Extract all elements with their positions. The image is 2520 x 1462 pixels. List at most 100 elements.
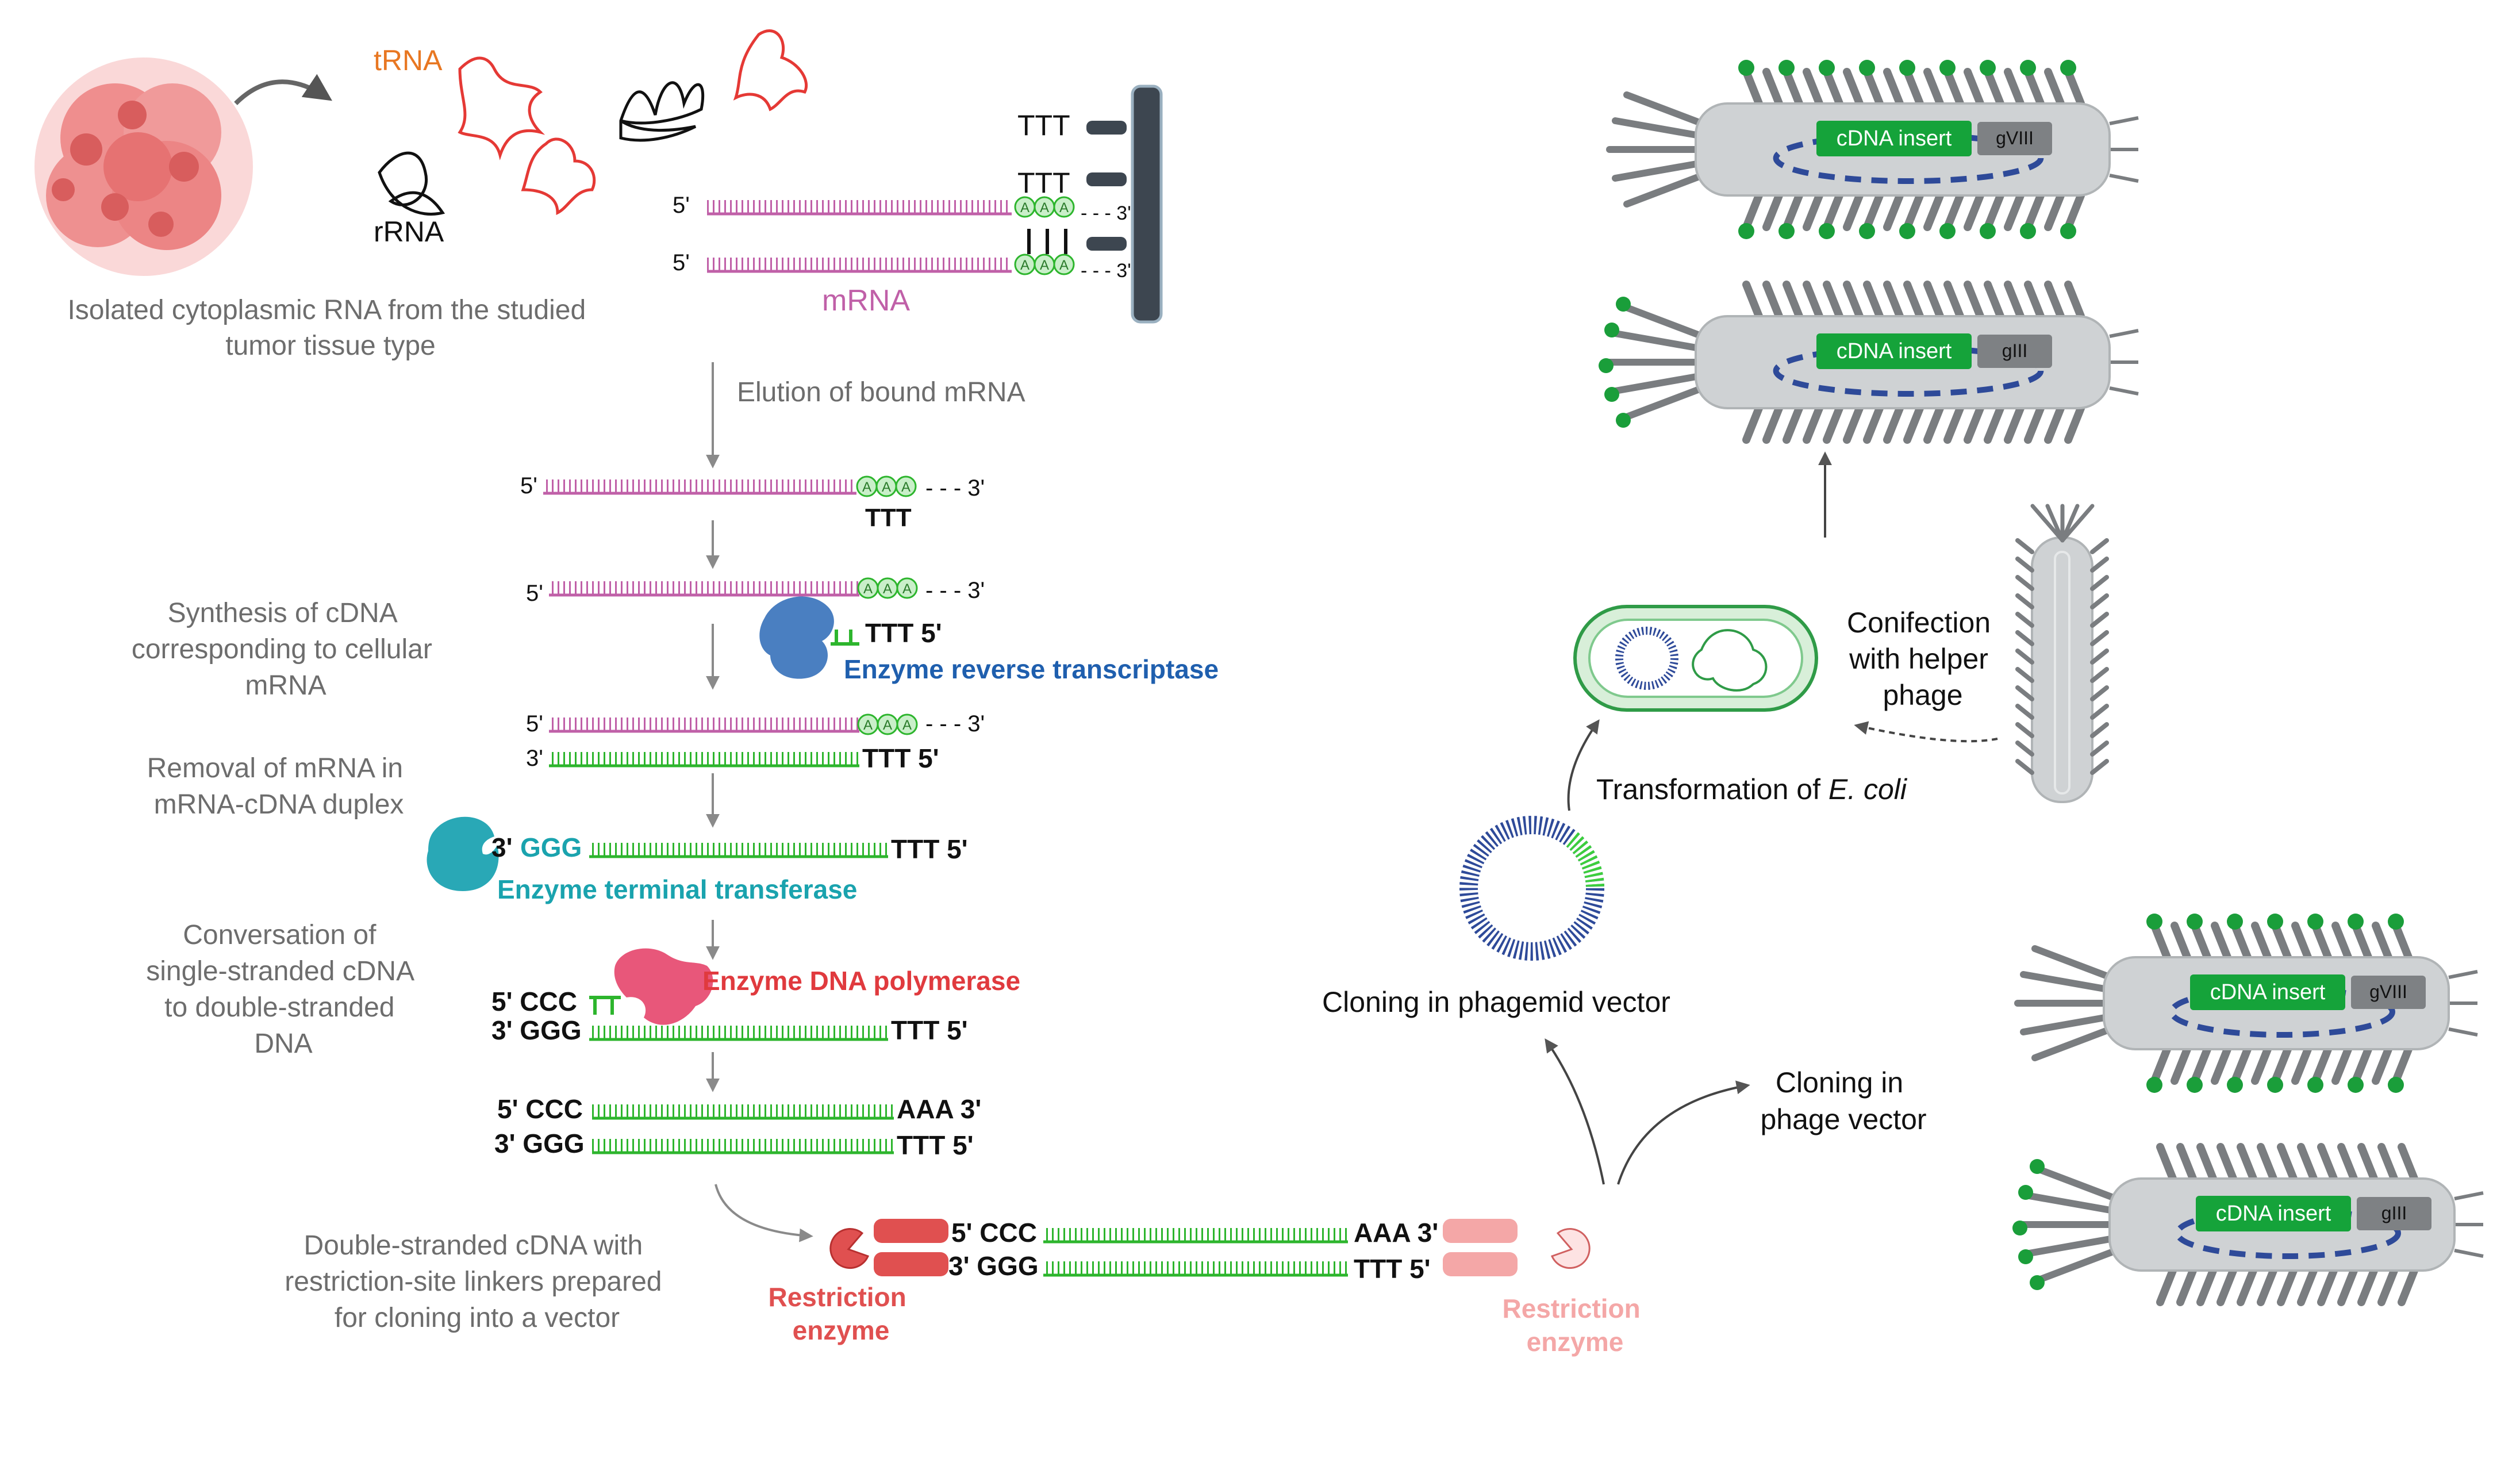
coat-spike: [1903, 281, 1924, 320]
pVIII-dot: [1939, 60, 1956, 76]
helper-spike: [2015, 704, 2034, 720]
gene-box: [1977, 122, 2052, 155]
cdna-linker-bottom-bases: [1043, 1261, 1348, 1274]
helper-body: [2031, 536, 2093, 803]
helper-spike: [2090, 649, 2109, 665]
five-prime-5: 5': [526, 711, 543, 736]
coat-spike: [1783, 68, 1803, 108]
coat-spike: [2024, 191, 2045, 231]
tail-4: - - - 3': [925, 578, 985, 603]
coat-spike: [1742, 404, 1763, 444]
coat-spike: [2251, 1045, 2272, 1085]
coat-spike: [1762, 68, 1783, 108]
coat-spike: [1923, 68, 1944, 108]
phage-genome: [1773, 132, 2044, 184]
coat-spike: [1762, 281, 1783, 320]
polya-eluted-a0: A: [856, 475, 878, 497]
coat-spike: [1943, 68, 1964, 108]
helper-spike: [2090, 593, 2109, 609]
helper-spike: [2090, 575, 2109, 591]
coat-spike: [1823, 281, 1843, 320]
coat-spike: [1984, 404, 2004, 444]
helper-spike: [2090, 704, 2109, 720]
coat-spike: [1863, 281, 1884, 320]
coat-spike: [2291, 1045, 2312, 1085]
ecoli-cell-icon: [1573, 605, 1818, 712]
coat-spike: [1923, 281, 1944, 320]
dna-polymerase-icon: [614, 948, 713, 1025]
terminal-transferase-icon: [427, 816, 499, 891]
mrna-bound-1-bases: [707, 200, 1012, 213]
coat-spike: [1823, 68, 1843, 108]
coat-spike: [1964, 281, 1984, 320]
coat-spike: [2257, 1267, 2277, 1306]
five-prime-3: 5': [520, 473, 537, 498]
coat-spike: [2211, 922, 2231, 961]
helper-spike: [2090, 538, 2109, 554]
coat-spike: [1783, 404, 1803, 444]
coat-spike: [2231, 1045, 2252, 1085]
coat-spike: [1923, 191, 1944, 231]
gene-box: [1977, 335, 2052, 368]
polya-primer-a2: A: [896, 577, 918, 599]
coat-spike: [2024, 68, 2045, 108]
poly-a-letter: A: [862, 479, 871, 495]
coat-spike: [2231, 922, 2252, 961]
phagemid-vector-icon: [1459, 816, 1605, 961]
restriction-left-label: Restriction enzyme: [768, 1282, 913, 1345]
coat-spike: [1984, 281, 2004, 320]
helper-spike: [2015, 740, 2034, 757]
pVIII-dot: [1899, 60, 1915, 76]
coat-spike: [1863, 191, 1884, 231]
coat-spike: [2377, 1143, 2398, 1183]
helper-spike: [2015, 612, 2034, 628]
coat-spike: [2377, 1267, 2398, 1306]
pIII-dot: [2030, 1159, 2045, 1174]
coat-spike: [2311, 1045, 2332, 1085]
tip-spike: [2448, 1027, 2478, 1037]
coat-spike: [2191, 1045, 2211, 1085]
helper-spike: [2090, 759, 2109, 775]
coat-spike: [1943, 404, 1964, 444]
tip-spike: [2109, 329, 2139, 338]
cloning-phagemid-label: Cloning in phagemid vector: [1322, 986, 1670, 1018]
trna-label: tRNA: [374, 44, 443, 76]
reverse-transcriptase-icon: [759, 596, 834, 679]
cdna-insert-label: cDNA insert: [2210, 980, 2326, 1004]
coat-spike: [2150, 922, 2171, 961]
coat-spike: [2237, 1143, 2257, 1183]
coat-spike: [2398, 1143, 2418, 1183]
pVIII-dot: [1819, 60, 1835, 76]
polya-primer-a1: A: [877, 577, 898, 599]
pIII-dot: [1599, 358, 1614, 373]
mrna-primer-bases: [549, 581, 859, 594]
pIII-dot: [2018, 1185, 2033, 1200]
coat-spike: [2392, 1045, 2413, 1085]
coat-spike: [1803, 68, 1823, 108]
coat-spike: [2297, 1267, 2318, 1306]
step-elution: Elution of bound mRNA: [737, 377, 1025, 408]
coat-spike: [2196, 1267, 2217, 1306]
rrna-icon: [378, 81, 705, 216]
helper-spike: [2090, 557, 2109, 573]
coat-spike: [1923, 404, 1944, 444]
coat-spike: [1762, 191, 1783, 231]
primer-tt-1: [831, 630, 859, 646]
trna-icon: [458, 29, 808, 216]
coat-spike: [2352, 922, 2372, 961]
pVIII-dot: [1778, 60, 1795, 76]
ttt-bars: [1027, 229, 1067, 254]
pVIII-dot: [1859, 60, 1875, 76]
coat-spike: [2392, 922, 2413, 961]
gene-label-giii: gIII: [2002, 340, 2027, 361]
oligo-dt-column-icon: [1086, 85, 1163, 324]
tip-spike: [2109, 386, 2139, 396]
helper-spike: [2090, 630, 2109, 646]
coat-spike: [1823, 191, 1843, 231]
coat-spike: [1964, 68, 1984, 108]
poly-a-letter: A: [1020, 258, 1029, 273]
helper-spike: [2015, 630, 2034, 646]
cdna-insert-label: cDNA insert: [2216, 1202, 2331, 1226]
helper-spike: [2090, 612, 2109, 628]
